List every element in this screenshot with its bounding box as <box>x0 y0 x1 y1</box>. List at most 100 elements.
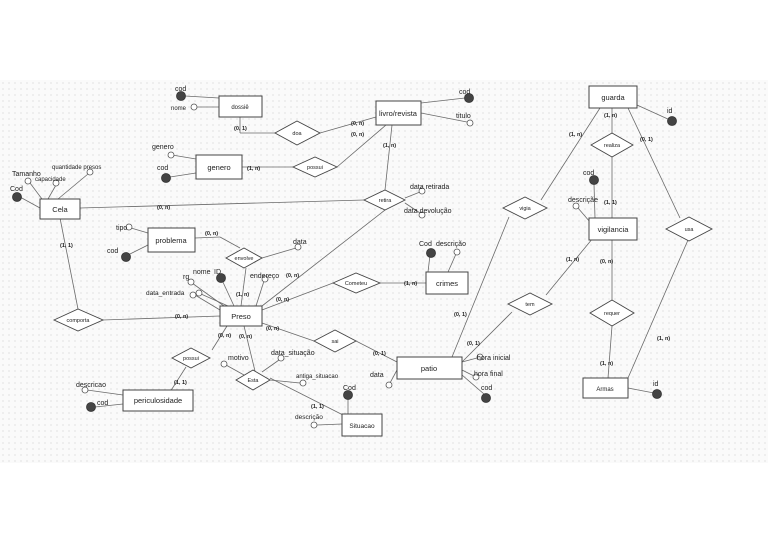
entity-label: genero <box>207 163 230 172</box>
esta-antiga-marker <box>299 379 307 387</box>
entity-patio[interactable]: patio <box>396 356 463 380</box>
relationship-label: envolve <box>235 256 254 262</box>
attr-patio-hora-inicial: hora inicial <box>477 355 511 362</box>
entity-label: crimes <box>436 279 458 288</box>
entity-armas[interactable]: Armas <box>582 377 629 399</box>
card-cela-comporta: (1, 1) <box>60 243 73 249</box>
relationship-cometeu[interactable]: Cometeu <box>331 272 382 294</box>
card-dossie-doa: (0, 1) <box>234 126 247 132</box>
card-sai-patio: (0, 1) <box>373 351 386 357</box>
card-preso-sai: (0, n) <box>266 326 279 332</box>
attr-cela-tamanho: Tamanho <box>12 171 41 178</box>
er-diagram: dossiê livro/revista genero Cela problem… <box>10 85 713 437</box>
relationship-usa[interactable]: usa <box>665 216 713 242</box>
entity-label: Situacao <box>349 423 375 430</box>
attr-preso-endereco: endereço <box>250 273 279 280</box>
attr-crimes-cod: Cod <box>419 241 432 248</box>
card-genero-possui: (1, n) <box>247 166 260 172</box>
entity-label: Armas <box>596 387 613 393</box>
entity-label: problema <box>155 236 187 245</box>
entity-preso[interactable]: Preso <box>219 305 263 327</box>
per-cod-key <box>86 402 96 412</box>
armas-id-key <box>652 389 662 399</box>
problema-cod-key <box>121 252 131 262</box>
entity-dossie[interactable]: dossiê <box>218 95 263 118</box>
card-possui-livro: (0, n) <box>351 132 364 138</box>
genero-cod-key <box>161 173 171 183</box>
attr-vig-cod: cod <box>583 170 594 177</box>
relationship-realiza[interactable]: realiza <box>590 132 634 158</box>
attr-envolve-data: data <box>293 239 307 246</box>
per-descricao-marker <box>81 386 89 394</box>
preso-data-entrada-marker <box>189 291 197 299</box>
card-usa-armas: (1, n) <box>657 336 670 342</box>
dossie-nome-marker <box>190 103 198 111</box>
relationship-possui-periculosidade[interactable]: possui <box>171 347 211 369</box>
relationship-label: possui <box>183 356 199 362</box>
relationship-label: retira <box>379 198 392 204</box>
entity-periculosidade[interactable]: periculosidade <box>122 389 194 412</box>
card-comporta-preso: (0, n) <box>175 314 188 320</box>
attr-patio-data: data <box>370 372 384 379</box>
card-preso-cometeu: (0, n) <box>286 273 299 279</box>
relationship-sai[interactable]: sai <box>313 329 357 353</box>
entity-vigilancia[interactable]: vigilancia <box>588 217 638 241</box>
relationship-label: tem <box>525 302 535 308</box>
attr-dossie-nome: nome <box>171 106 187 112</box>
entity-crimes[interactable]: crimes <box>425 271 469 295</box>
entity-label: dossiê <box>231 105 249 111</box>
relationship-doa[interactable]: doa <box>274 120 321 146</box>
card-vig-requer: (0, n) <box>600 259 613 265</box>
attr-esta-data-situacao: data_situação <box>271 350 315 357</box>
attr-crimes-descricao: descrição <box>436 241 466 248</box>
relationship-retira[interactable]: retira <box>362 189 407 211</box>
attr-guarda-id: id <box>667 108 673 115</box>
entity-label: guarda <box>601 93 625 102</box>
relationship-label: vigia <box>519 206 531 212</box>
relationship-esta[interactable]: Esta <box>235 369 271 391</box>
relationship-tem[interactable]: tem <box>506 292 554 316</box>
card-preso-retira: (0, n) <box>276 297 289 303</box>
relationship-label: possui <box>307 165 323 171</box>
attr-cela-capacidade: capacidade <box>35 177 66 183</box>
attr-preso-data-entrada: data_entrada <box>146 290 185 297</box>
relationship-vigia[interactable]: vigia <box>501 196 549 220</box>
edges <box>19 95 689 426</box>
relationship-envolve[interactable]: envolve <box>225 247 263 269</box>
crimes-descricao-marker <box>453 248 461 256</box>
entity-guarda[interactable]: guarda <box>588 85 638 109</box>
patio-data-marker <box>385 381 393 389</box>
entity-cela[interactable]: Cela <box>39 198 81 220</box>
card-doa-livro: (0, n) <box>351 121 364 127</box>
entity-livro-revista[interactable]: livro/revista <box>375 100 422 126</box>
attr-preso-nome: nome <box>193 269 211 276</box>
relationship-requer[interactable]: requer <box>589 299 635 327</box>
preso-id-key <box>216 273 226 283</box>
attr-patio-hora-final: hora final <box>474 371 503 378</box>
attribute-labels: cod nome cod titulo genero cod Tamanho c… <box>10 86 673 421</box>
situacao-descricao-marker <box>310 421 318 429</box>
relationships: doa possui retira envolve Cometeu compor… <box>52 120 713 391</box>
attribute-markers <box>12 91 677 429</box>
entity-label: Cela <box>52 205 68 214</box>
attr-situacao-cod: Cod <box>343 385 356 392</box>
card-vig-tem: (1, n) <box>566 257 579 263</box>
relationship-possui-genero[interactable]: possui <box>291 156 339 178</box>
card-requer-armas: (1, n) <box>600 361 613 367</box>
attr-retira-data-retirada: data retirada <box>410 184 449 191</box>
card-situacao-esta: (1, 1) <box>311 404 324 410</box>
guarda-id-key <box>667 116 677 126</box>
preso-endereco-marker <box>261 275 269 283</box>
entity-problema[interactable]: problema <box>147 227 196 253</box>
entity-genero[interactable]: genero <box>195 154 243 180</box>
entity-situacao[interactable]: Situacao <box>341 413 383 437</box>
relationship-comporta[interactable]: comporta <box>52 308 105 332</box>
entities: dossiê livro/revista genero Cela problem… <box>39 85 638 437</box>
attr-problema-cod: cod <box>107 248 118 255</box>
relationship-label: sai <box>331 339 338 345</box>
relationship-label: requer <box>604 311 620 317</box>
cela-tamanho-marker <box>24 177 32 185</box>
attr-esta-antiga: antiga_situacao <box>296 374 339 380</box>
patio-cod-key <box>481 393 491 403</box>
relationship-label: comporta <box>67 318 91 324</box>
